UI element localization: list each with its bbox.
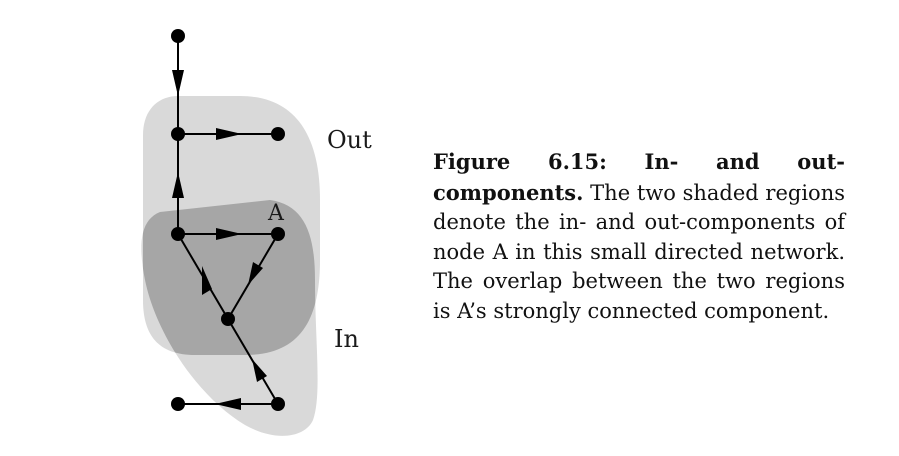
node-upper-right: [271, 127, 285, 141]
arrowhead-up-mid: [172, 172, 184, 198]
network-diagram: Out In A: [141, 29, 372, 436]
arrowhead-lower-to-mid: [202, 266, 212, 295]
node-bottom-left: [171, 397, 185, 411]
nodes: [171, 29, 285, 411]
node-upper: [171, 127, 185, 141]
caption-body: The two shaded regions denote the in- an…: [433, 180, 845, 323]
arrowhead-down-top: [172, 70, 184, 96]
out-region-label: Out: [327, 126, 372, 154]
arrowhead-left-bottom: [215, 398, 241, 410]
arrowhead-bottom-to-lower: [252, 359, 267, 382]
node-a: [271, 227, 285, 241]
caption-title: Figure 6.15: In- and out-components.: [433, 149, 845, 205]
node-lower: [221, 312, 235, 326]
arrowheads: [172, 70, 267, 410]
figure-caption: Figure 6.15: In- and out-components. The…: [433, 147, 845, 327]
node-mid: [171, 227, 185, 241]
node-a-label: A: [267, 201, 285, 226]
arrowhead-a-to-lower: [248, 262, 263, 285]
arrowhead-right-mid: [216, 228, 242, 240]
arrowhead-right-upper: [216, 128, 242, 140]
node-top: [171, 29, 185, 43]
node-bottom-right: [271, 397, 285, 411]
in-region-label: In: [334, 325, 359, 353]
